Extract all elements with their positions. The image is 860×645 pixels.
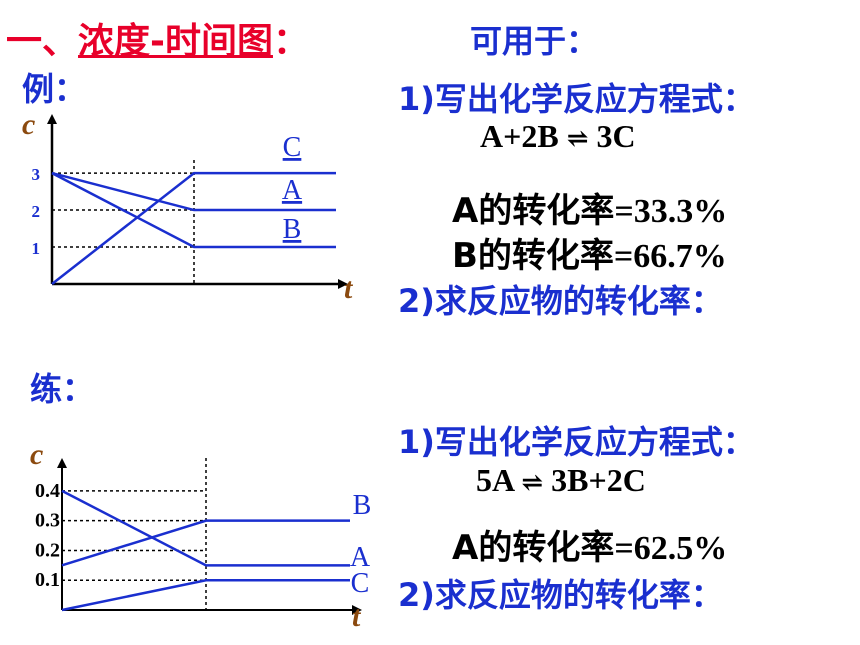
practice-chart-x-axis-label: t <box>352 600 362 633</box>
practice-chart-ytick-label: 0.1 <box>35 569 60 591</box>
title-prefix: 一、 <box>6 21 79 62</box>
example-chart-series-line-C <box>51 171 336 285</box>
practice-chart-ytick-label: 0.2 <box>35 539 60 561</box>
practice-label: 练： <box>30 370 95 408</box>
example-chart-ytick-label: 3 <box>32 165 41 184</box>
example-rate-b-value: =66.7% <box>613 238 727 275</box>
example-chart-series-line-B <box>51 171 336 249</box>
practice-chart-series-line-C <box>61 578 350 612</box>
example-concentration-chart: 3 2 1 c t CAB <box>22 108 354 305</box>
practice-chart-y-arrow-icon <box>57 458 67 468</box>
practice-point-1: 1)写出化学反应方程式： <box>398 423 755 461</box>
example-point-2: 2)求反应物的转化率： <box>398 282 723 320</box>
practice-equation-right: 3B+2C <box>551 462 646 498</box>
practice-chart-series-line-B <box>61 519 350 567</box>
example-chart-y-axis-label: c <box>22 108 35 141</box>
page-title: 一、浓度-时间图： <box>6 12 309 64</box>
example-rate-b: B的转化率=66.7% <box>452 228 727 277</box>
practice-equation: 5A ⇌ 3B+2C <box>476 462 646 499</box>
example-chart-ytick-label: 2 <box>32 202 41 221</box>
equilibrium-arrow-icon: ⇌ <box>566 124 589 154</box>
example-equation: A+2B ⇌ 3C <box>480 118 636 155</box>
example-chart-x-arrow-icon <box>338 279 348 289</box>
practice-rate-a-value: =62.5% <box>614 530 728 567</box>
example-rate-b-label: B的转化率 <box>452 236 614 276</box>
uses-heading: 可用于： <box>470 22 599 60</box>
example-chart-series-label-A: A <box>282 175 303 206</box>
example-label: 例： <box>22 70 87 108</box>
practice-chart-ytick-label: 0.3 <box>35 510 60 532</box>
example-equation-right: 3C <box>596 118 636 154</box>
practice-chart-x-arrow-icon <box>352 605 362 615</box>
practice-equation-left: 5A <box>476 462 514 498</box>
practice-chart-y-axis-label: c <box>30 440 43 471</box>
equilibrium-arrow-icon: ⇌ <box>521 468 544 498</box>
example-chart-series-line-A <box>51 171 336 212</box>
example-rate-a-label: A的转化率 <box>452 191 615 231</box>
example-chart-x-axis-label: t <box>344 272 354 305</box>
practice-chart-series-label-B: B <box>353 490 372 521</box>
practice-concentration-chart: 0.4 0.3 0.2 0.1 c t BAC <box>30 440 372 633</box>
example-rate-a-value: =33.3% <box>614 193 728 230</box>
practice-point-2: 2)求反应物的转化率： <box>398 576 723 614</box>
example-chart-y-arrow-icon <box>47 114 57 124</box>
practice-rate-a: A的转化率=62.5% <box>452 520 727 569</box>
example-chart-series-label-C: C <box>283 132 302 163</box>
example-chart-ytick-label: 1 <box>32 239 41 258</box>
practice-chart-series-label-A: A <box>350 542 371 573</box>
title-text: 浓度-时间图 <box>78 21 273 62</box>
title-colon: ： <box>272 21 309 62</box>
example-equation-left: A+2B <box>480 118 559 154</box>
practice-chart-ytick-label: 0.4 <box>35 480 60 502</box>
example-rate-a: A的转化率=33.3% <box>452 183 727 232</box>
example-chart-series-label-B: B <box>283 214 302 245</box>
practice-chart-series-label-C: C <box>351 568 370 599</box>
example-point-1: 1)写出化学反应方程式： <box>398 80 755 118</box>
practice-rate-a-label: A的转化率 <box>452 528 615 568</box>
practice-chart-series-line-A <box>61 489 350 567</box>
